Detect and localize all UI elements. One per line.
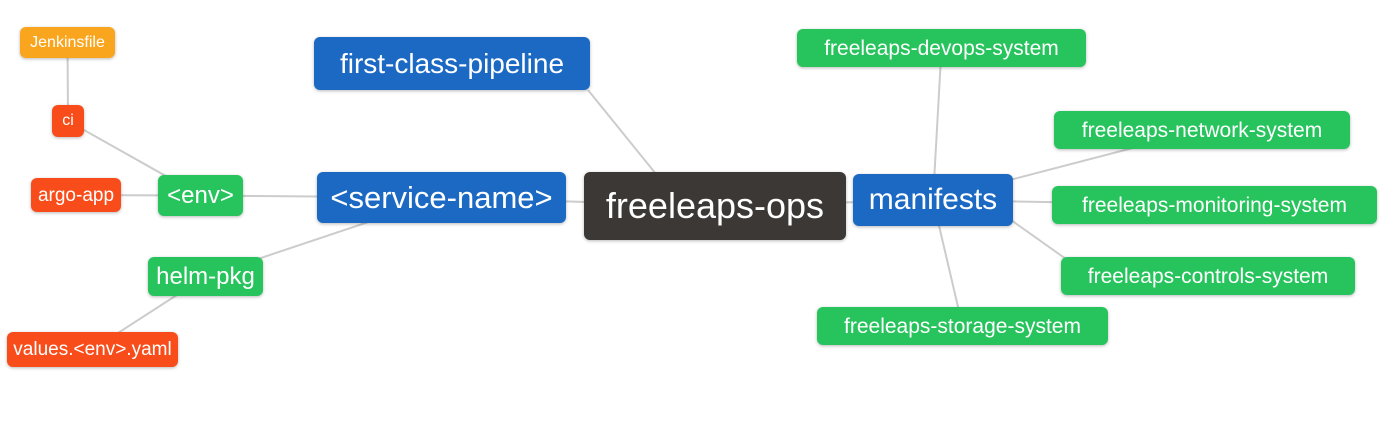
node-freeleaps-storage-system[interactable]: freeleaps-storage-system [817,307,1108,345]
node-argo-app[interactable]: argo-app [31,178,121,212]
node-env[interactable]: <env> [158,175,243,216]
edge-manifests-freeleaps-controls-system [1010,219,1067,260]
node-freeleaps-devops-system[interactable]: freeleaps-devops-system [797,29,1086,67]
node-manifests[interactable]: manifests [853,174,1013,226]
node-jenkinsfile[interactable]: Jenkinsfile [20,27,115,58]
edge-first-class-pipeline-freeleaps-ops [587,89,657,175]
node-freeleaps-network-system[interactable]: freeleaps-network-system [1054,111,1350,149]
node-ci[interactable]: ci [52,105,84,137]
node-freeleaps-controls-system[interactable]: freeleaps-controls-system [1061,257,1355,295]
node-values-env-yaml[interactable]: values.<env>.yaml [7,332,178,367]
node-service-name[interactable]: <service-name> [317,172,566,223]
node-first-class-pipeline[interactable]: first-class-pipeline [314,37,590,90]
node-freeleaps-ops[interactable]: freeleaps-ops [584,172,846,240]
node-freeleaps-monitoring-system[interactable]: freeleaps-monitoring-system [1052,186,1377,224]
node-helm-pkg[interactable]: helm-pkg [148,257,263,296]
